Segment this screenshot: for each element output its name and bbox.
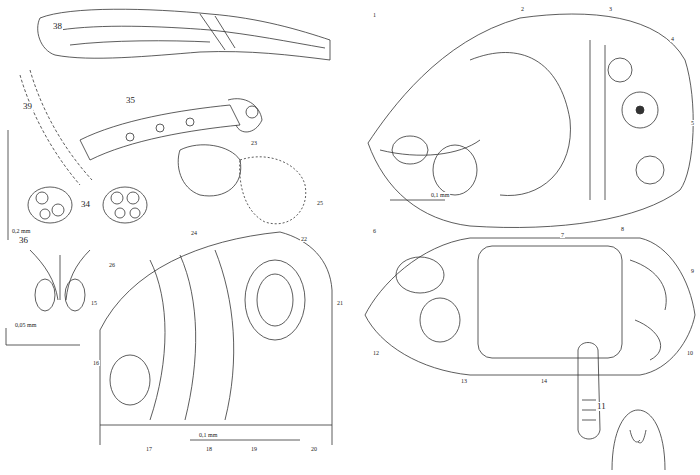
callout-number: 25 bbox=[316, 200, 324, 206]
callout-number: 14 bbox=[540, 378, 548, 384]
callout-number: 12 bbox=[372, 350, 380, 356]
callout-number: 15 bbox=[90, 300, 98, 306]
callout-number: 4 bbox=[670, 36, 675, 42]
callout-number: 0,1 mm bbox=[430, 192, 450, 198]
callout-number: 17 bbox=[145, 446, 153, 452]
callout-number: 13 bbox=[460, 378, 468, 384]
callout-number: 24 bbox=[190, 230, 198, 236]
callout-number: 26 bbox=[108, 262, 116, 268]
callout-number: 2 bbox=[520, 6, 525, 12]
callout-number: 8 bbox=[620, 226, 625, 232]
callout-number: 1 bbox=[372, 12, 377, 18]
callout-number: 9 bbox=[690, 268, 695, 274]
callout-number: 6 bbox=[372, 228, 377, 234]
callout-number: 11 bbox=[596, 402, 607, 411]
callout-number: 22 bbox=[300, 236, 308, 242]
callout-number: 19 bbox=[250, 446, 258, 452]
callout-number: 0,05 mm bbox=[14, 322, 37, 328]
callout-number: 16 bbox=[92, 360, 100, 366]
callout-number: 38 bbox=[52, 22, 63, 31]
callout-number: 0,1 mm bbox=[198, 432, 218, 438]
callout-number: 23 bbox=[250, 140, 258, 146]
callout-number: 39 bbox=[22, 102, 33, 111]
callout-number: 3 bbox=[608, 6, 613, 12]
callout-number: 21 bbox=[336, 300, 344, 306]
callout-number: 20 bbox=[310, 446, 318, 452]
callout-number: 10 bbox=[686, 350, 694, 356]
callout-number: 36 bbox=[18, 236, 29, 245]
callout-number: 5 bbox=[690, 120, 695, 126]
callout-number: 18 bbox=[205, 446, 213, 452]
callout-number: 34 bbox=[80, 200, 91, 209]
callout-number: 7 bbox=[560, 232, 565, 238]
callout-number: 0,2 mm bbox=[11, 228, 31, 234]
callout-number: 35 bbox=[125, 96, 136, 105]
